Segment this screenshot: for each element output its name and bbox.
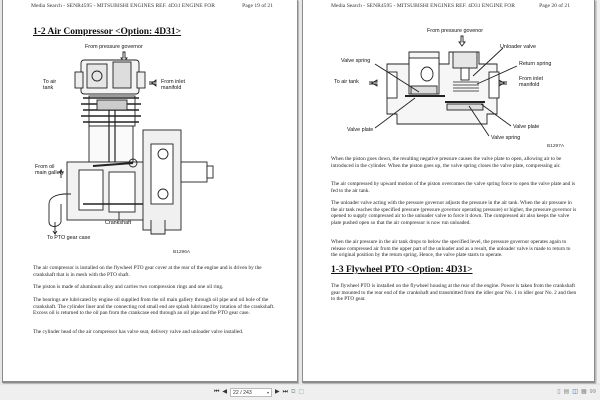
paragraph: The air compressor is installed on the f… [33,265,262,278]
label-from-pressure-governor: From pressure governor [85,44,143,50]
single-page-view-icon[interactable]: ▯ [557,388,561,395]
page-number-value: 22 / 243 [233,389,252,396]
chevron-down-icon[interactable]: ▾ [267,389,270,395]
label-return-spring: Return spring [519,61,552,67]
paste-icon[interactable]: □ [298,388,305,395]
label-to-air-tank: To air tank [43,79,57,91]
vertical-scrollbar[interactable] [596,0,600,383]
paragraph: The bearings are lubricated by engine oi… [33,297,275,317]
label-from-oil-gallery: From oil main gallery [35,164,65,176]
zoom-level[interactable]: 99 [589,389,596,395]
label-to-pto-gear-case: To PTO gear case [47,235,91,241]
bottom-toolbar: ⏮ ◀ 22 / 243 ▾ ▶ ⏭ ⧉ □ ▯ ▤ ◫ ▦ 99 [0,385,600,400]
copy-icon[interactable]: ⧉ [291,388,296,395]
section-title: 1-3 Flywheel PTO <Option: 4D31> [331,265,473,275]
valve-assembly-diagram: From pressure govenor Unloader valve Val… [313,28,583,152]
label-crankshaft: Crankshaft [105,220,132,226]
label-from-pressure-governor: From pressure govenor [427,28,484,34]
label-valve-plate: Valve plate [513,124,540,130]
header-text: Media Search - SENR4595 - MITSUBISHI ENG… [31,3,215,9]
page-navigation: ⏮ ◀ 22 / 243 ▾ ▶ ⏭ ⧉ □ [214,387,304,397]
paragraph: The piston is made of aluminum alloy and… [33,284,224,290]
section-title: 1-2 Air Compressor <Option: 4D31> [33,27,182,37]
valve-drawing [369,35,518,137]
next-page-icon[interactable]: ▶ [275,388,280,395]
last-page-icon[interactable]: ⏭ [282,388,289,395]
paragraph: The cylinder head of the air compressor … [33,329,244,335]
page-number-input[interactable]: 22 / 243 ▾ [230,387,273,397]
label-from-inlet-manifold: From inlet manifold [519,76,543,88]
page-number-label: Page 19 of 21 [242,3,273,9]
label-from-inlet-manifold: From inlet manifold [161,79,185,91]
figure-id: B1296A [173,250,191,255]
page-20: Media Search - SENR4595 - MITSUBISHI ENG… [302,0,595,383]
view-mode-group: ▯ ▤ ◫ ▦ 99 [557,387,596,397]
label-unloader-valve: Unloader valve [500,44,536,50]
prev-page-icon[interactable]: ◀ [222,388,228,395]
paragraph: The unloader valve acting with the press… [331,200,577,226]
continuous-view-icon[interactable]: ▤ [563,388,570,395]
first-page-icon[interactable]: ⏮ [214,388,220,395]
label-valve-plate: Valve plate [347,127,374,133]
page-header: Media Search - SENR4595 - MITSUBISHI ENG… [331,3,584,9]
page-19: Media Search - SENR4595 - MITSUBISHI ENG… [2,0,298,383]
two-page-view-icon[interactable]: ◫ [572,388,578,395]
page-number-label: Page 20 of 21 [539,3,570,9]
compressor-drawing [48,51,214,236]
paragraph: When the piston goes down, the resulting… [331,156,562,169]
air-compressor-diagram: From pressure governor To air tank From … [23,44,283,256]
paragraph: The flywheel PTO is installed on the fly… [331,283,577,303]
page-header: Media Search - SENR4595 - MITSUBISHI ENG… [31,3,287,9]
label-valve-spring: Valve spring [341,58,371,64]
paragraph: When the air pressure in the air tank dr… [331,239,571,259]
paragraph: The air compressed by upward motion of t… [331,181,576,194]
figure-id: B1297A [547,144,565,149]
header-text: Media Search - SENR4595 - MITSUBISHI ENG… [331,3,515,9]
label-valve-spring: Valve spring [491,135,521,141]
two-page-continuous-view-icon[interactable]: ▦ [580,388,587,395]
label-to-air-tank: To air tank [334,79,359,85]
